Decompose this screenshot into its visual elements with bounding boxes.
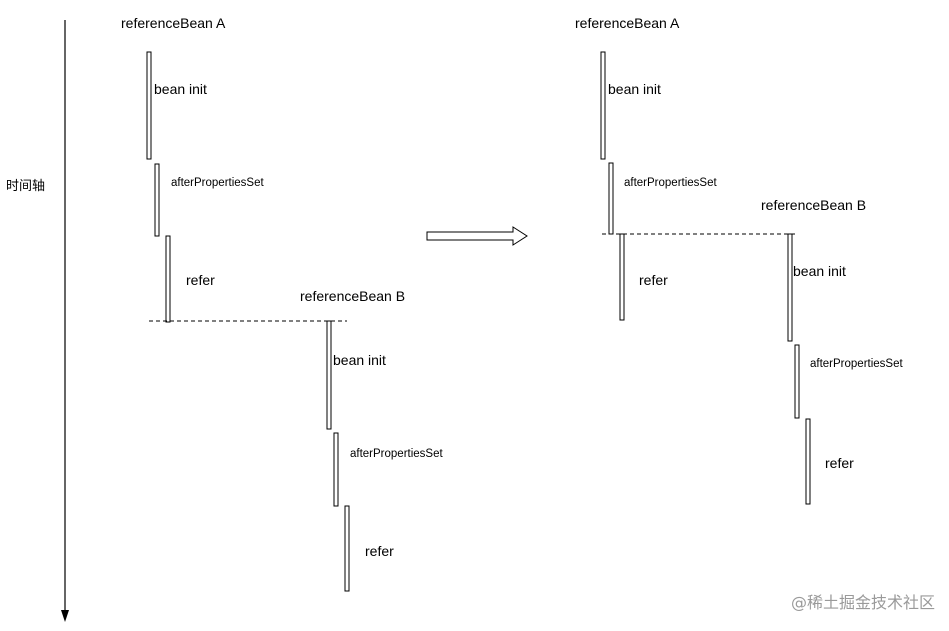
left-bean-a-refer-bar [165,235,171,323]
right-bean-b-init-bar [787,233,793,342]
left-bean-a-after-properties-bar [154,163,160,237]
right-bean-b-refer-bar [805,418,811,505]
right-bean-a-refer-bar [619,233,625,321]
left-bean-a-title: referenceBean A [121,15,226,31]
right-bean-b-after-properties-label: afterPropertiesSet [810,358,903,370]
time-axis [61,20,69,622]
left-bean-a-init-bar [146,51,152,160]
time-axis-label: 时间轴 [6,179,46,194]
left-bean-a-init-label: bean init [154,81,207,97]
left-bean-b-after-properties-label: afterPropertiesSet [350,448,443,460]
right-bean-b-title: referenceBean B [761,197,867,213]
right-bean-b-refer-label: refer [825,455,854,471]
right-bean-b-init-label: bean init [793,263,846,279]
right-bean-a-after-properties-label: afterPropertiesSet [624,177,717,189]
right-bean-a-after-properties-bar [608,162,614,235]
left-bean-a-lifeline [146,51,171,323]
right-bean-b-after-properties-bar [794,344,800,419]
left-bean-b-refer-bar [344,505,350,592]
left-bean-b-after-properties-bar [333,432,339,507]
left-bean-b-refer-label: refer [365,543,394,559]
right-bean-a-init-label: bean init [608,81,661,97]
right-bean-a-refer-label: refer [639,272,668,288]
transition-arrow [426,226,528,246]
right-bean-b-lifeline [787,233,811,505]
watermark: @稀土掘金技术社区 [790,593,935,612]
left-bean-b-title: referenceBean B [300,288,406,304]
right-bean-a-init-bar [600,51,606,160]
left-bean-a-refer-label: refer [186,272,215,288]
left-bean-b-lifeline [326,320,350,592]
left-bean-b-init-bar [326,320,332,430]
left-bean-a-after-properties-label: afterPropertiesSet [171,177,264,189]
right-bean-a-title: referenceBean A [575,15,680,31]
left-bean-b-init-label: bean init [333,352,386,368]
